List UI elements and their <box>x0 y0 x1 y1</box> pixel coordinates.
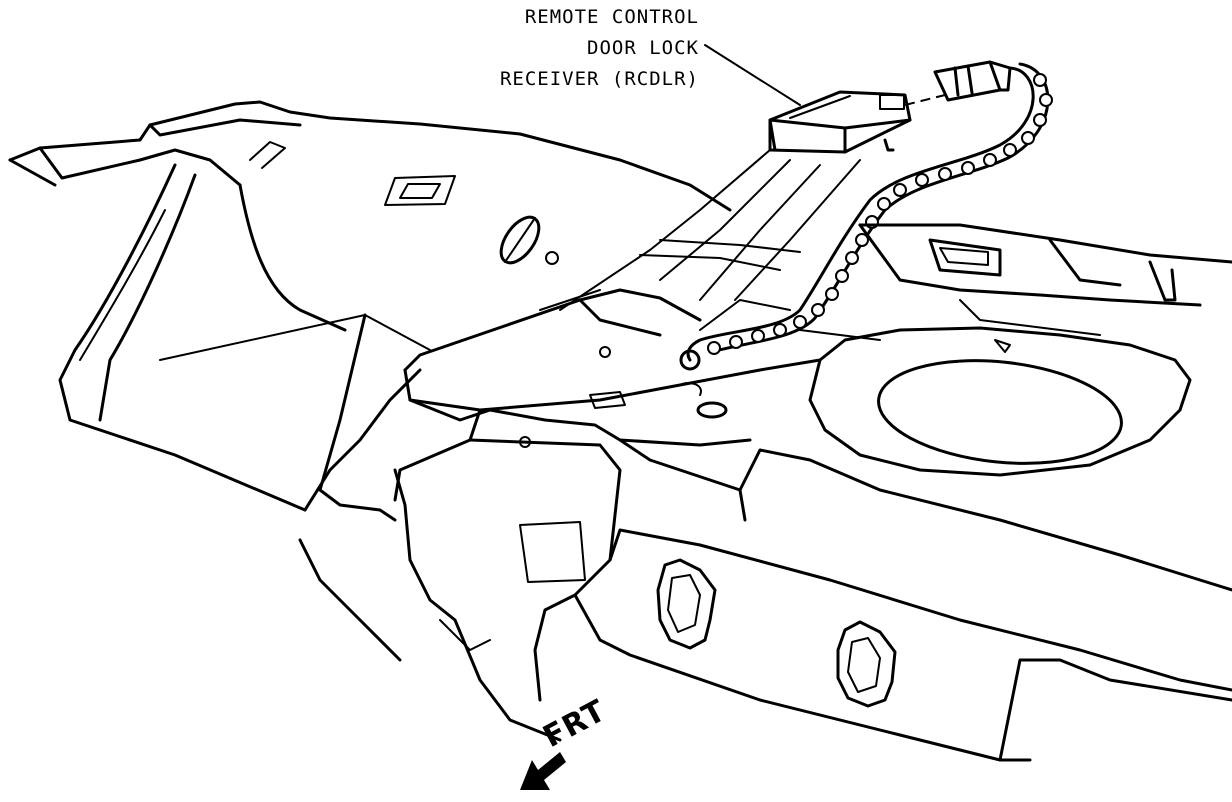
rear-panel <box>573 438 1232 762</box>
harness-bead <box>915 173 929 187</box>
lower-center-structure <box>298 436 622 742</box>
harness-bead <box>773 323 787 337</box>
mounting-guide-lines <box>559 149 861 331</box>
harness-bead <box>1039 93 1053 107</box>
rear-shelf-frame <box>8 100 732 212</box>
arrow-left-down-icon <box>520 752 566 790</box>
harness-bead <box>1003 143 1017 157</box>
callout-leader-line <box>704 44 801 106</box>
wire-harness <box>679 62 1053 371</box>
callout-line-3: RECEIVER (RCDLR) <box>499 68 699 90</box>
tail-lamp-right <box>836 620 897 708</box>
harness-bead <box>825 287 839 301</box>
harness-bead <box>811 303 825 317</box>
harness-bead <box>751 329 765 343</box>
shelf-surface <box>159 215 601 512</box>
harness-bead <box>877 197 891 211</box>
speaker-housing <box>808 326 1192 477</box>
harness-bead <box>845 251 859 265</box>
receiver-callout-label: REMOTE CONTROL DOOR LOCK RECEIVER (RCDLR… <box>500 2 699 95</box>
harness-bead <box>1033 113 1047 127</box>
right-shelf-cutouts <box>799 223 1232 341</box>
callout-line-2: DOOR LOCK <box>587 37 699 59</box>
tail-lamp-left <box>656 558 717 650</box>
harness-bead <box>938 167 952 181</box>
harness-bead <box>707 341 721 355</box>
harness-bead <box>855 233 869 247</box>
wire-connector-icon <box>904 60 1012 106</box>
harness-bead <box>893 183 907 197</box>
center-support <box>393 288 822 502</box>
harness-bead <box>793 315 807 329</box>
harness-bead <box>961 161 975 175</box>
harness-bead <box>729 335 743 349</box>
harness-bead <box>835 269 849 283</box>
harness-bead <box>1033 73 1047 87</box>
harness-bead <box>1021 131 1035 145</box>
receiver-module-icon <box>768 90 912 154</box>
harness-bead <box>983 153 997 167</box>
left-pillar <box>58 163 347 512</box>
callout-line-1: REMOTE CONTROL <box>524 6 699 28</box>
